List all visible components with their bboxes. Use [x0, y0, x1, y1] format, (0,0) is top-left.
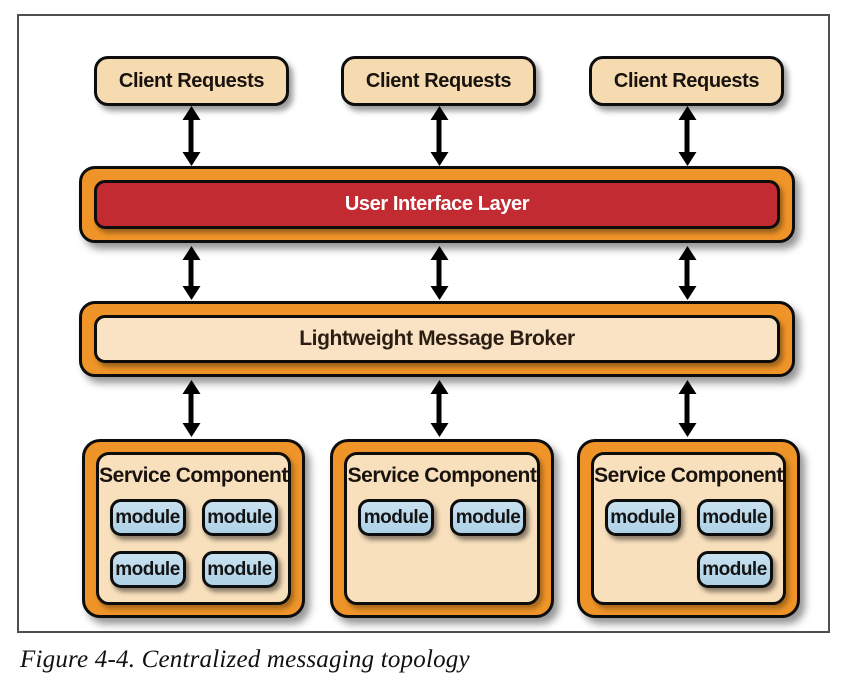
client-requests-box-3: Client Requests: [589, 56, 784, 106]
user-interface-layer-bar: User Interface Layer: [94, 180, 780, 229]
double-arrow-icon: [684, 119, 690, 153]
module-label: module: [702, 506, 767, 528]
user-interface-layer-container: User Interface Layer: [79, 166, 795, 243]
double-arrow-icon: [684, 259, 690, 287]
diagram-frame: Client Requests Client Requests Client R…: [17, 14, 830, 633]
service-component-box-3: Service Component module module module: [577, 439, 800, 618]
module-box: module: [358, 499, 434, 536]
message-broker-label: Lightweight Message Broker: [299, 327, 575, 350]
module-grid: module module module module: [109, 499, 278, 588]
module-grid: module module module: [604, 499, 773, 588]
module-label: module: [207, 558, 272, 580]
client-requests-label: Client Requests: [365, 69, 512, 92]
client-requests-box-2: Client Requests: [341, 56, 536, 106]
module-box: module: [109, 499, 186, 536]
user-interface-layer-label: User Interface Layer: [344, 193, 530, 215]
module-label: module: [115, 558, 180, 580]
double-arrow-icon: [188, 393, 194, 424]
module-label: module: [702, 558, 767, 580]
module-box: module: [109, 551, 186, 588]
double-arrow-icon: [188, 119, 194, 153]
module-box: module: [201, 551, 278, 588]
module-label: module: [455, 506, 521, 528]
module-label: module: [363, 506, 429, 528]
figure-caption: Figure 4-4. Centralized messaging topolo…: [20, 646, 470, 673]
double-arrow-icon: [436, 393, 442, 424]
module-label: module: [610, 506, 675, 528]
double-arrow-icon: [188, 259, 194, 287]
service-component-title: Service Component: [347, 464, 537, 487]
service-component-box-2: Service Component module module: [330, 439, 554, 618]
client-requests-box-1: Client Requests: [94, 56, 289, 106]
service-component-panel: Service Component module module module m…: [96, 452, 291, 605]
module-grid: module module: [358, 499, 526, 536]
service-component-panel: Service Component module module module: [591, 452, 786, 605]
message-broker-bar: Lightweight Message Broker: [94, 315, 780, 363]
client-requests-label: Client Requests: [118, 69, 265, 92]
module-label: module: [207, 506, 272, 528]
module-box: module: [696, 499, 773, 536]
module-box: module: [450, 499, 526, 536]
service-component-panel: Service Component module module: [344, 452, 540, 605]
double-arrow-icon: [436, 259, 442, 287]
module-box: module: [604, 499, 681, 536]
service-component-title: Service Component: [99, 464, 288, 487]
service-component-box-1: Service Component module module module m…: [82, 439, 305, 618]
message-broker-container: Lightweight Message Broker: [79, 301, 795, 377]
module-box: module: [201, 499, 278, 536]
module-label: module: [115, 506, 180, 528]
double-arrow-icon: [684, 393, 690, 424]
service-component-title: Service Component: [594, 464, 783, 487]
double-arrow-icon: [436, 119, 442, 153]
client-requests-label: Client Requests: [613, 69, 760, 92]
module-box: module: [696, 551, 773, 588]
